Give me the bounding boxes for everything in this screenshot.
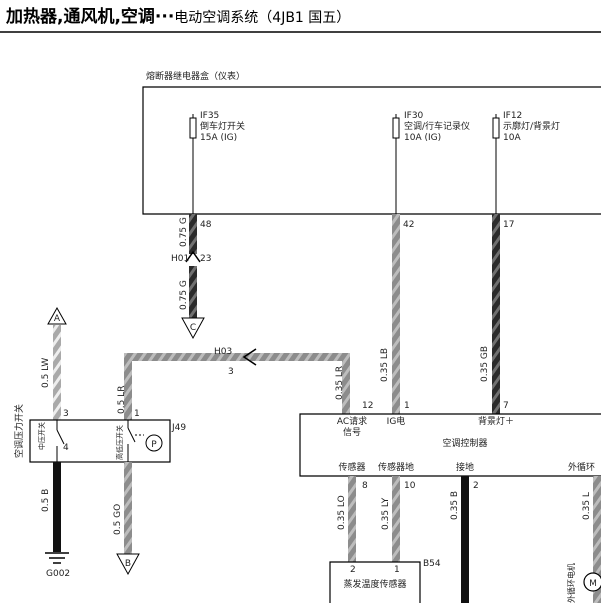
fuse-if12: IF12 示廓灯/背景灯 10A: [492, 111, 560, 214]
sensor-box: [329, 561, 421, 603]
ctrl-ig-label: IG电: [387, 415, 406, 427]
wire-go-label: 0.5 GO: [113, 504, 123, 535]
ctrl-pin-1: 1: [404, 401, 410, 411]
title-separator: ···: [155, 7, 174, 27]
fuse-if30: IF30 空调/行车记录仪 10A (IG): [392, 111, 470, 214]
wire-lw: [53, 325, 61, 420]
wire-lr-switch-label: 0.5 LR: [117, 386, 127, 414]
wire-lo-label: 0.35 LO: [337, 495, 347, 530]
wire-ly-label: 0.35 LY: [381, 497, 391, 530]
fusebox-pin-17: 17: [503, 220, 514, 230]
wire-b-ctrl: [461, 476, 469, 603]
motor-symbol: M: [589, 579, 597, 589]
ctrl-pin-12: 12: [362, 401, 373, 411]
wire-h03-loop: [124, 353, 350, 420]
fusebox-label: 熔断器继电器盒（仪表）: [146, 70, 245, 82]
fuse-if30-desc: 空调/行车记录仪: [404, 120, 470, 132]
title-main: 加热器,通风机,空调: [5, 6, 155, 27]
offpage-a-icon: [47, 306, 67, 325]
h03-pin: 3: [228, 367, 234, 377]
h01-pin: 23: [200, 254, 211, 264]
controller-box: [299, 413, 601, 477]
fuse-if12-desc: 示廓灯/背景灯: [503, 120, 560, 132]
pressure-sensor-icon: [145, 434, 163, 452]
ctrl-ac-label-2: 信号: [343, 426, 361, 438]
mid-switch-blade: [56, 429, 65, 445]
ctrl-ac-label-1: AC请求: [337, 415, 367, 427]
h03-connector-icon: [242, 348, 257, 366]
wire-48-label: 0.75 G: [179, 217, 189, 247]
ctrl-pin-2: 2: [473, 481, 479, 491]
fusebox-outline: [142, 86, 601, 215]
wire-42: [392, 214, 400, 414]
offpage-c-label: C: [190, 323, 196, 333]
hl-switch-blade: [127, 427, 136, 443]
wire-48: [189, 214, 197, 254]
wire-42-label: 0.35 LB: [380, 348, 390, 382]
motor-label: 外循环电机: [566, 563, 576, 603]
motor-icon: [583, 572, 601, 592]
h01-label: H01: [171, 254, 189, 264]
wire-l-label: 0.35 L: [582, 492, 592, 520]
wire-ly: [392, 476, 400, 562]
wire-23-label: 0.75 G: [179, 280, 189, 310]
sensor-pin-1: 1: [394, 565, 400, 575]
fuse-if12-icon: [492, 117, 500, 139]
title-sub: 电动空调系统（4JB1 国五）: [174, 10, 350, 26]
fuse-if35-icon: [189, 117, 197, 139]
offpage-b-label: B: [125, 559, 131, 569]
fuse-if12-id: IF12: [503, 111, 522, 121]
sensor-pin-2: 2: [350, 565, 356, 575]
ctrl-fan-label: 外循环: [568, 461, 595, 473]
ctrl-gnd-label: 接地: [456, 461, 474, 473]
ctrl-pin-8: 8: [362, 481, 368, 491]
fuse-if30-id: IF30: [404, 111, 424, 121]
wire-l: [593, 476, 601, 603]
fuse-if35: IF35 倒车灯开关 15A (IG): [189, 111, 245, 214]
sensor-name: 蒸发温度传感器: [343, 578, 406, 590]
wire-b-switch: [53, 462, 61, 552]
ctrl-sensor-gnd-label: 传感器地: [378, 461, 414, 473]
wire-go: [124, 462, 132, 554]
switch-pin-1: 1: [134, 409, 140, 419]
fuse-if30-icon: [392, 117, 400, 139]
g002-label: G002: [46, 569, 70, 579]
wire-b-switch-label: 0.5 B: [41, 489, 51, 512]
fusebox-pin-48: 48: [200, 220, 212, 230]
h01-connector-icon: [185, 250, 201, 263]
fuse-if35-desc: 倒车灯开关: [200, 120, 245, 132]
wire-lr-ctrl-label: 0.35 LR: [335, 366, 345, 400]
ctrl-sensor-label: 传感器: [338, 461, 365, 473]
fusebox-pin-42: 42: [403, 220, 414, 230]
page-title: 加热器,通风机,空调···电动空调系统（4JB1 国五）: [5, 6, 350, 27]
offpage-b-icon: [116, 553, 140, 576]
controller-name: 空调控制器: [442, 437, 487, 449]
fuse-if35-id: IF35: [200, 111, 219, 121]
pressure-sensor-symbol: P: [151, 440, 157, 450]
h03-label: H03: [214, 347, 232, 357]
offpage-c-icon: [181, 317, 205, 340]
j49-label: J49: [171, 423, 186, 433]
wire-23: [189, 266, 197, 318]
ctrl-pin-10: 10: [404, 481, 416, 491]
mid-switch-label: 中压开关: [37, 422, 46, 450]
hl-switch-label: 高低压开关: [115, 425, 124, 460]
fuse-if35-rating: 15A (IG): [200, 133, 237, 143]
fuse-if30-rating: 10A (IG): [404, 133, 441, 143]
ctrl-pin-7: 7: [503, 401, 509, 411]
switch-pin-4: 4: [63, 443, 69, 453]
fuse-if12-rating: 10A: [503, 133, 521, 143]
offpage-a-label: A: [54, 314, 61, 324]
wire-lo: [348, 476, 356, 562]
wire-lw-label: 0.5 LW: [41, 358, 51, 388]
wire-17: [492, 214, 500, 414]
pressure-switch-label: 空调压力开关: [13, 404, 25, 458]
ctrl-bl-label: 背景灯＋: [478, 415, 514, 427]
switch-pin-3: 3: [63, 409, 69, 419]
b54-label: B54: [423, 559, 441, 569]
wire-17-label: 0.35 GB: [480, 346, 490, 382]
wire-b-ctrl-label: 0.35 B: [450, 491, 460, 520]
